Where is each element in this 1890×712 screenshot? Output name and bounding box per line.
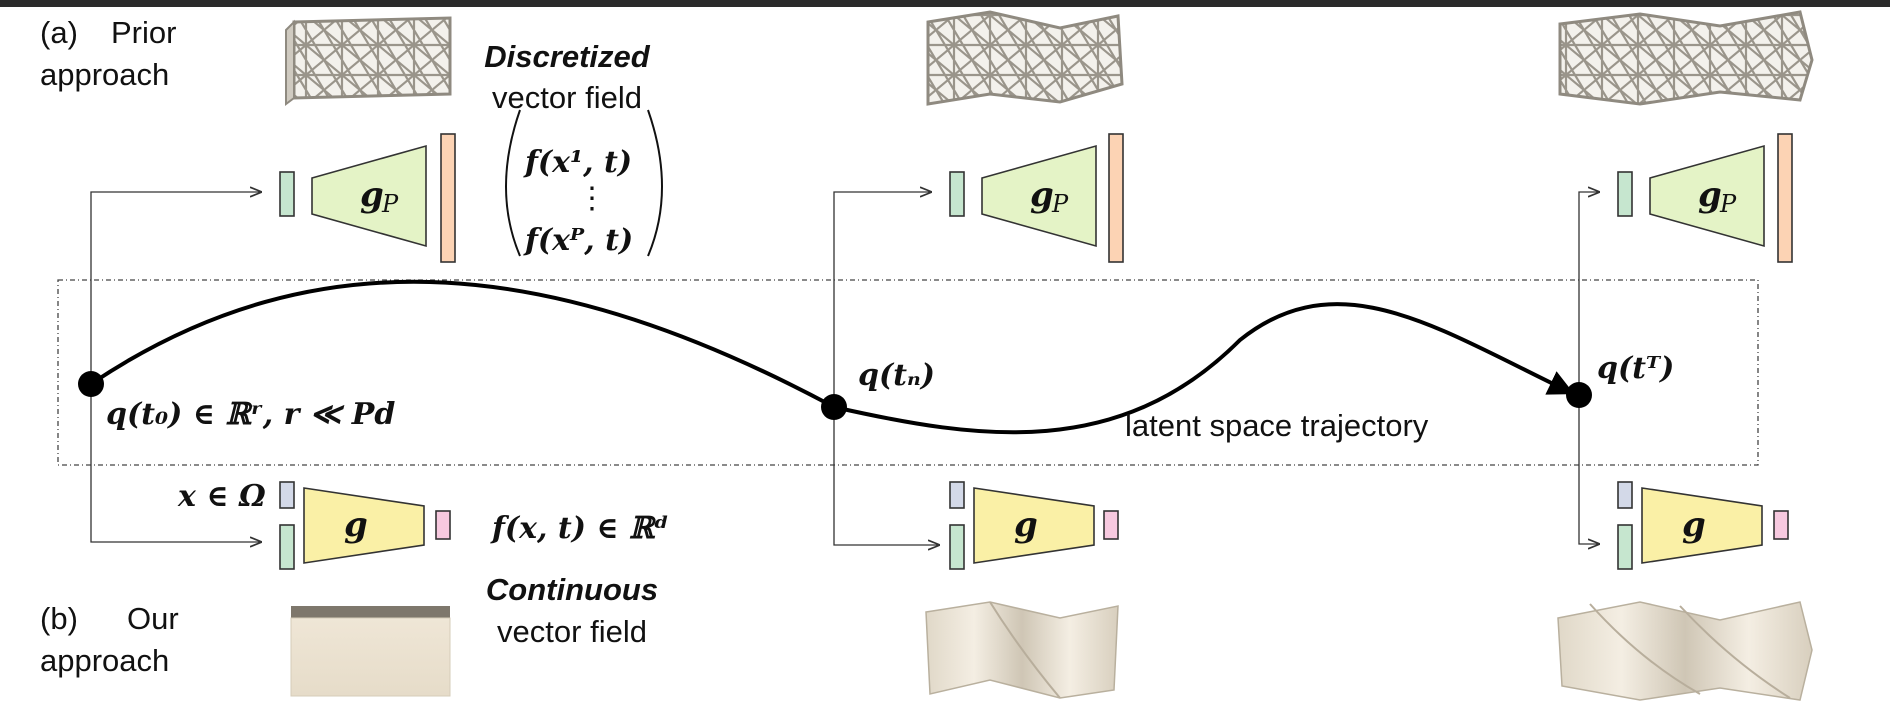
prior-label-line2: approach xyxy=(40,57,169,92)
ours-label-line2: approach xyxy=(40,643,169,678)
decoder-gP-label-tn: g xyxy=(1030,175,1054,215)
latent-q0-label: q(t₀) ∈ ℝʳ, r ≪ Pd xyxy=(106,397,395,432)
decoder-g-label-tT: g xyxy=(1682,505,1706,545)
prior-approach-label: (a) Prior approach xyxy=(40,15,176,92)
latent-space-box xyxy=(57,279,1759,466)
discretized-subheading: vector field xyxy=(492,80,642,115)
lattice-mesh-tn xyxy=(926,10,1124,106)
our-approach-label: (b) Our approach xyxy=(40,601,179,678)
prior-tag: (a) xyxy=(40,15,78,50)
latent-qT-label: q(tᵀ) xyxy=(1597,351,1674,386)
continuous-decoder-tT: g xyxy=(1617,481,1789,570)
decoder-g-trapezoid xyxy=(303,487,425,564)
top-border xyxy=(0,0,1890,7)
decoder-gP-subscript-tT: P xyxy=(1719,190,1737,218)
solid-shape-tT xyxy=(1557,601,1813,701)
vector-dots: ⋮ xyxy=(577,181,607,216)
decoder-gP-label: g xyxy=(360,175,384,215)
continuous-decoder-t0: g xyxy=(279,481,451,570)
prior-decoder-tn: g P xyxy=(949,133,1124,263)
latent-qn-label: q(tₙ) xyxy=(858,358,935,393)
coordinate-input-block xyxy=(279,481,295,509)
solid-shape-tn xyxy=(925,601,1119,699)
connector-tT-bottom xyxy=(1578,395,1600,544)
latent-point-tT xyxy=(1566,382,1592,408)
latent-code-block-bottom xyxy=(279,524,295,570)
prior-label-line1: Prior xyxy=(111,15,176,50)
prior-decoder-tT: g P xyxy=(1617,133,1793,263)
decoder-gP-label-tT: g xyxy=(1698,175,1722,215)
lattice-mesh-tT xyxy=(1558,10,1814,106)
input-domain-label: x ∈ Ω xyxy=(177,479,266,514)
ours-tag: (b) xyxy=(40,601,78,636)
vector-bottom-entry: f(xᴾ, t) xyxy=(523,223,633,258)
connector-t0-top xyxy=(90,192,262,384)
output-field-label: f(x, t) ∈ ℝᵈ xyxy=(490,511,669,546)
connector-tn-top xyxy=(833,192,932,407)
discretized-vector-column: f(x¹, t) ⋮ f(xᴾ, t) xyxy=(505,109,663,258)
point-output-block xyxy=(435,510,451,540)
vector-top-entry: f(x¹, t) xyxy=(523,145,632,180)
prior-decoder-t0: g P xyxy=(279,133,456,263)
latent-code-block xyxy=(279,171,295,217)
connector-tT-top xyxy=(1578,192,1600,395)
connector-t0-bottom xyxy=(90,384,262,542)
decoder-g-label: g xyxy=(344,505,368,545)
discrete-output-block xyxy=(440,133,456,263)
continuous-heading: Continuous xyxy=(486,572,658,607)
solid-shape-t0 xyxy=(290,606,451,697)
decoder-gP-trapezoid xyxy=(311,144,427,248)
lattice-mesh-t0 xyxy=(285,16,452,106)
decoder-gP-subscript: P xyxy=(381,190,399,218)
continuous-decoder-tn: g xyxy=(949,481,1119,570)
latent-trajectory-label: latent space trajectory xyxy=(1125,408,1429,443)
latent-point-tn xyxy=(821,394,847,420)
latent-point-t0 xyxy=(78,371,104,397)
discretized-heading: Discretized xyxy=(484,39,650,74)
ours-label-line1: Our xyxy=(127,601,179,636)
latent-trajectory-curve xyxy=(89,279,1575,435)
continuous-subheading: vector field xyxy=(497,614,647,649)
connector-tn-bottom xyxy=(833,407,940,545)
decoder-g-label-tn: g xyxy=(1014,505,1038,545)
decoder-gP-subscript-tn: P xyxy=(1051,190,1069,218)
